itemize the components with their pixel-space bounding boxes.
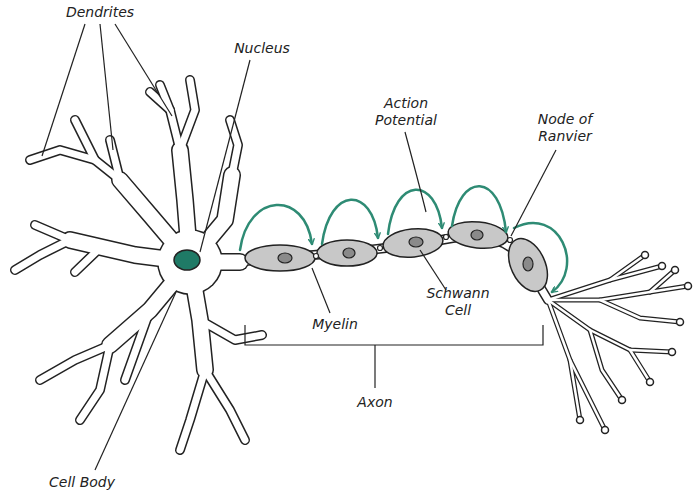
part-label: Cell Body — [49, 474, 115, 491]
part-label: Myelin — [312, 316, 358, 333]
nucleus — [174, 250, 200, 270]
part-label: Dendrites — [66, 4, 134, 21]
part-label: Axon — [357, 394, 392, 411]
neuron-outline — [15, 80, 688, 450]
part-label: Node of Ranvier — [525, 111, 605, 145]
part-label: Action Potential — [366, 95, 446, 129]
leader-lines — [42, 24, 556, 470]
myelin-sheath — [245, 219, 555, 298]
axon-terminals — [577, 252, 692, 434]
action-potential-arrows — [240, 186, 567, 292]
node-of-ranvier — [314, 235, 513, 259]
part-label: Nucleus — [234, 40, 290, 57]
schwann-nuclei — [278, 230, 533, 271]
axon-bracket — [245, 325, 543, 388]
part-label: Schwann Cell — [423, 285, 493, 319]
